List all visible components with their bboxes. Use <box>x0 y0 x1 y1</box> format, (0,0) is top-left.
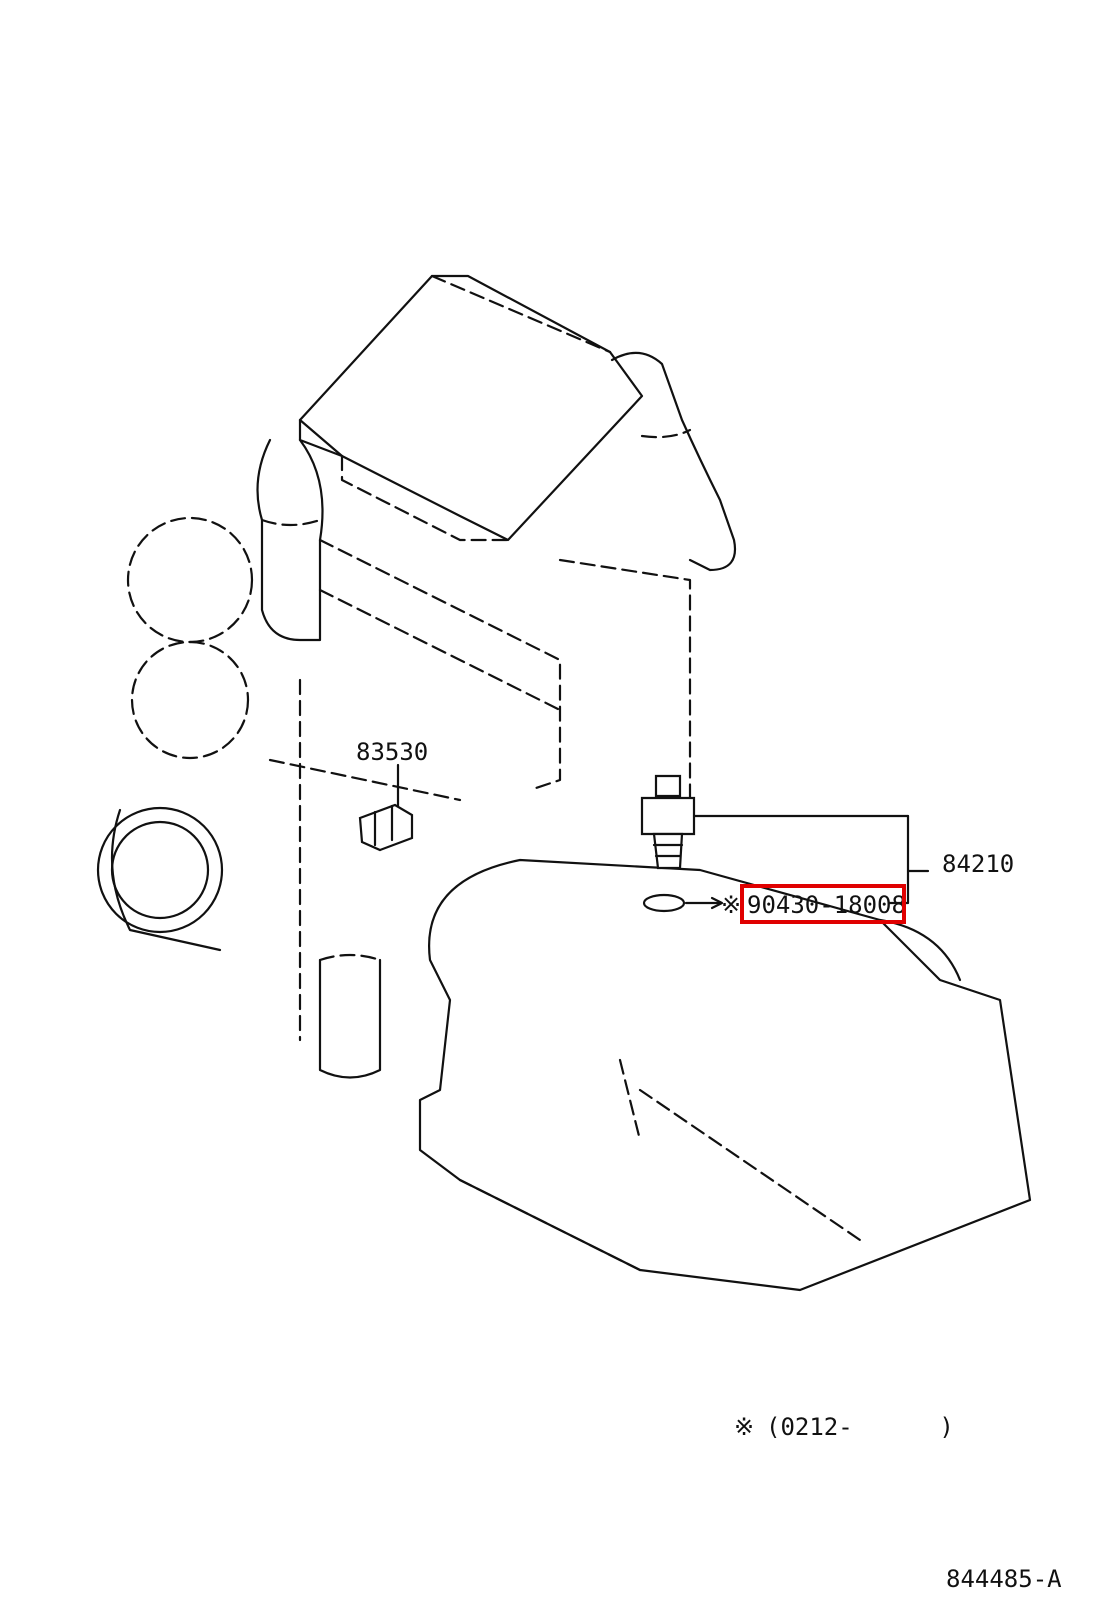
callout-gasket-part[interactable]: 90430-18008 <box>747 891 906 919</box>
highlight-box <box>740 884 906 924</box>
engine-block-outline <box>96 274 1032 1292</box>
footnote-mark: ※ <box>734 1413 755 1441</box>
gasket-mark: ※ <box>721 891 742 919</box>
footnote-range: (0212- ) <box>766 1413 954 1441</box>
callout-84210: 84210 <box>942 850 1015 878</box>
pressure-sensor-84210 <box>640 774 910 870</box>
callout-83530: 83530 <box>356 738 429 766</box>
knock-sensor-83530 <box>358 763 414 852</box>
gasket-o-ring <box>642 893 724 913</box>
diagram-id: 844485-A <box>946 1565 1062 1593</box>
leader-bracket-84210 <box>888 814 930 905</box>
